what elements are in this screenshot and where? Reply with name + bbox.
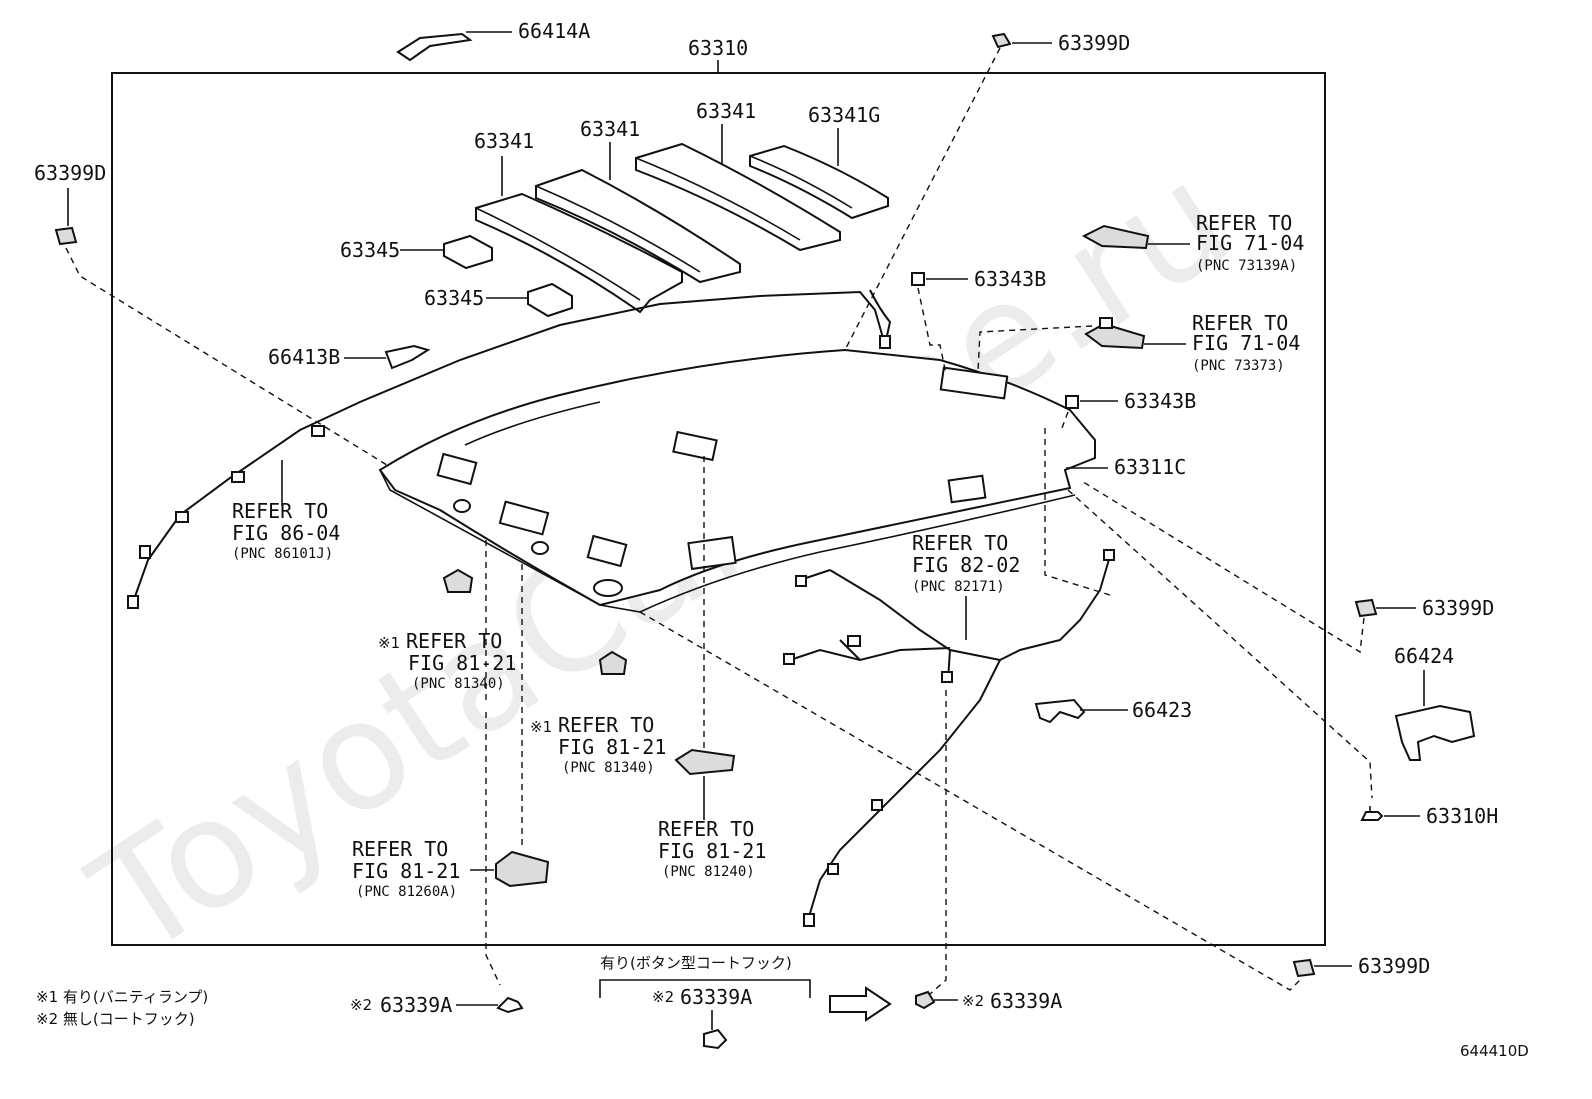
ref-86-04-line2: FIG 86-04 <box>232 521 340 545</box>
map-lamp-73373-icon <box>1084 317 1186 350</box>
pad-63341G-icon <box>749 144 889 220</box>
part-label-63345-a: 63345 <box>340 238 400 262</box>
room-lamp-81260A-icon <box>495 850 550 888</box>
part-label-63341-a: 63341 <box>474 129 534 153</box>
ref-81-21d-line3: (PNC 81260A) <box>356 884 457 900</box>
part-label-66423: 66423 <box>1132 698 1192 722</box>
part-label-63399D-bottom: 63399D <box>1358 954 1430 978</box>
ref-81-21d-line1: REFER TO <box>352 837 448 861</box>
pad-63345-b-icon <box>486 282 573 318</box>
ref-81-21c-line3: (PNC 81240) <box>662 864 755 880</box>
part-label-63399D-left: 63399D <box>34 161 106 185</box>
part-label-63311C: 63311C <box>1114 455 1186 479</box>
ref-71-04b-line1: REFER TO <box>1192 311 1288 335</box>
ref-81-21c-line2: FIG 81-21 <box>658 839 766 863</box>
ref-81-21b-line1: REFER TO <box>558 713 654 737</box>
pad-63341-c-icon <box>635 142 841 252</box>
mark1-b: ※1 <box>530 718 552 736</box>
clip-63343B-b-icon <box>1065 395 1118 409</box>
part-label-63399D-top: 63399D <box>1058 31 1130 55</box>
ref-81-21d-line2: FIG 81-21 <box>352 859 460 883</box>
clip-63310H-icon <box>1360 806 1420 821</box>
ref-81-21b-line2: FIG 81-21 <box>558 735 666 759</box>
coat-hook-63339A-left-icon <box>496 996 524 1014</box>
legend-note-1: ※1 有り(バニティランプ) <box>36 988 208 1006</box>
map-lamp-73139A-icon <box>1081 224 1190 250</box>
mark2-mid: ※2 <box>652 988 674 1006</box>
part-label-63345-b: 63345 <box>424 286 484 310</box>
holder-66423-icon <box>1034 698 1128 724</box>
coat-hook-63339A-mid-icon <box>703 1028 728 1050</box>
clip-63343B-a-icon <box>911 272 968 286</box>
part-label-63341-c: 63341 <box>696 99 756 123</box>
clip-63399D-top-icon <box>991 32 1052 49</box>
mark2-right: ※2 <box>962 992 984 1010</box>
part-label-63310: 63310 <box>688 36 748 60</box>
part-label-63341G: 63341G <box>808 103 880 127</box>
diagram-id: 644410D <box>1460 1042 1529 1060</box>
clip-63399D-bottom-icon <box>1292 958 1352 978</box>
ref-82-02-line3: (PNC 82171) <box>912 579 1005 595</box>
part-label-63339A-left: 63339A <box>380 993 452 1017</box>
pad-63341-a-icon <box>475 192 683 314</box>
ref-71-04a-line3: (PNC 73139A) <box>1196 258 1297 274</box>
ref-81-21a-line2: FIG 81-21 <box>408 651 516 675</box>
mark2-left: ※2 <box>350 996 372 1014</box>
ref-71-04a-line2: FIG 71-04 <box>1196 231 1304 255</box>
ref-71-04a-line1: REFER TO <box>1196 211 1292 235</box>
part-label-63310H: 63310H <box>1426 804 1498 828</box>
ref-81-21c-line1: REFER TO <box>658 817 754 841</box>
part-label-63339A-mid: 63339A <box>680 985 752 1009</box>
clip-66413B-icon <box>384 344 431 370</box>
ref-81-21b-line3: (PNC 81340) <box>562 760 655 776</box>
vanity-lamp-81340-b-icon <box>598 650 628 675</box>
part-label-66424: 66424 <box>1394 644 1454 668</box>
pad-63345-a-icon <box>400 234 493 270</box>
coat-hook-63339A-right-icon <box>915 990 936 1010</box>
legend-note-2: ※2 無し(コートフック) <box>36 1010 195 1028</box>
headliner-63311C-icon <box>378 348 1096 613</box>
part-label-63339A-right: 63339A <box>990 989 1062 1013</box>
ref-86-04-line1: REFER TO <box>232 499 328 523</box>
ref-81-21a-line1: REFER TO <box>406 629 502 653</box>
part-label-63341-b: 63341 <box>580 117 640 141</box>
vanity-lamp-81340-a-icon <box>442 568 474 593</box>
part-label-63399D-right: 63399D <box>1422 596 1494 620</box>
clip-63399D-right-icon <box>1354 598 1416 618</box>
part-label-66413B: 66413B <box>268 345 340 369</box>
mark1-a: ※1 <box>378 634 400 652</box>
pad-63341-b-icon <box>535 168 741 284</box>
ref-81-21a-line3: (PNC 81340) <box>412 676 505 692</box>
holder-66424-icon <box>1394 704 1476 761</box>
ref-71-04b-line2: FIG 71-04 <box>1192 331 1300 355</box>
dome-lamp-81240-icon <box>674 748 736 776</box>
part-label-66414A: 66414A <box>518 19 590 43</box>
ref-86-04-line3: (PNC 86101J) <box>232 546 333 562</box>
wire-harness-86101J-icon <box>127 289 892 609</box>
part-label-63343B-a: 63343B <box>974 267 1046 291</box>
clip-66414A-icon <box>396 31 512 62</box>
ref-82-02-line1: REFER TO <box>912 531 1008 555</box>
ref-71-04b-line3: (PNC 73373) <box>1192 358 1285 374</box>
wire-harness-82171-icon <box>783 549 1115 927</box>
ref-82-02-line2: FIG 82-02 <box>912 553 1020 577</box>
arrow-icon <box>829 986 892 1022</box>
button-hook-note: 有り(ボタン型コートフック) <box>600 954 792 972</box>
clip-63399D-left-icon <box>54 226 78 246</box>
part-label-63343B-b: 63343B <box>1124 389 1196 413</box>
